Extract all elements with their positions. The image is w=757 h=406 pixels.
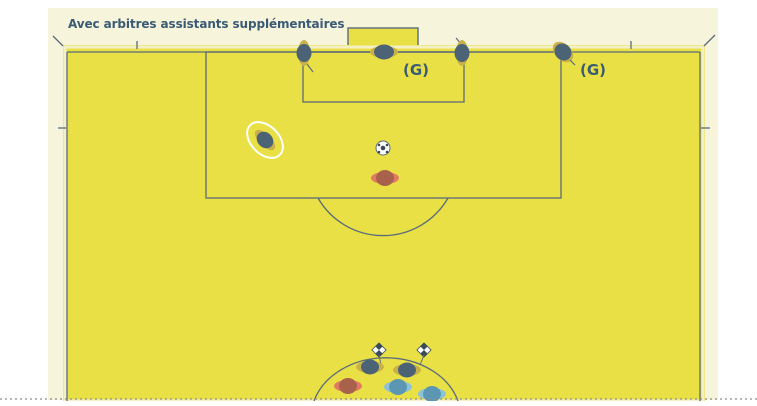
goalkeeper-label: (G) (403, 61, 429, 79)
goalkeeper-label: (G) (580, 61, 606, 79)
pitch (53, 28, 715, 401)
ball (376, 141, 390, 155)
diagram-title: Avec arbitres assistants supplémentaires (68, 17, 344, 31)
